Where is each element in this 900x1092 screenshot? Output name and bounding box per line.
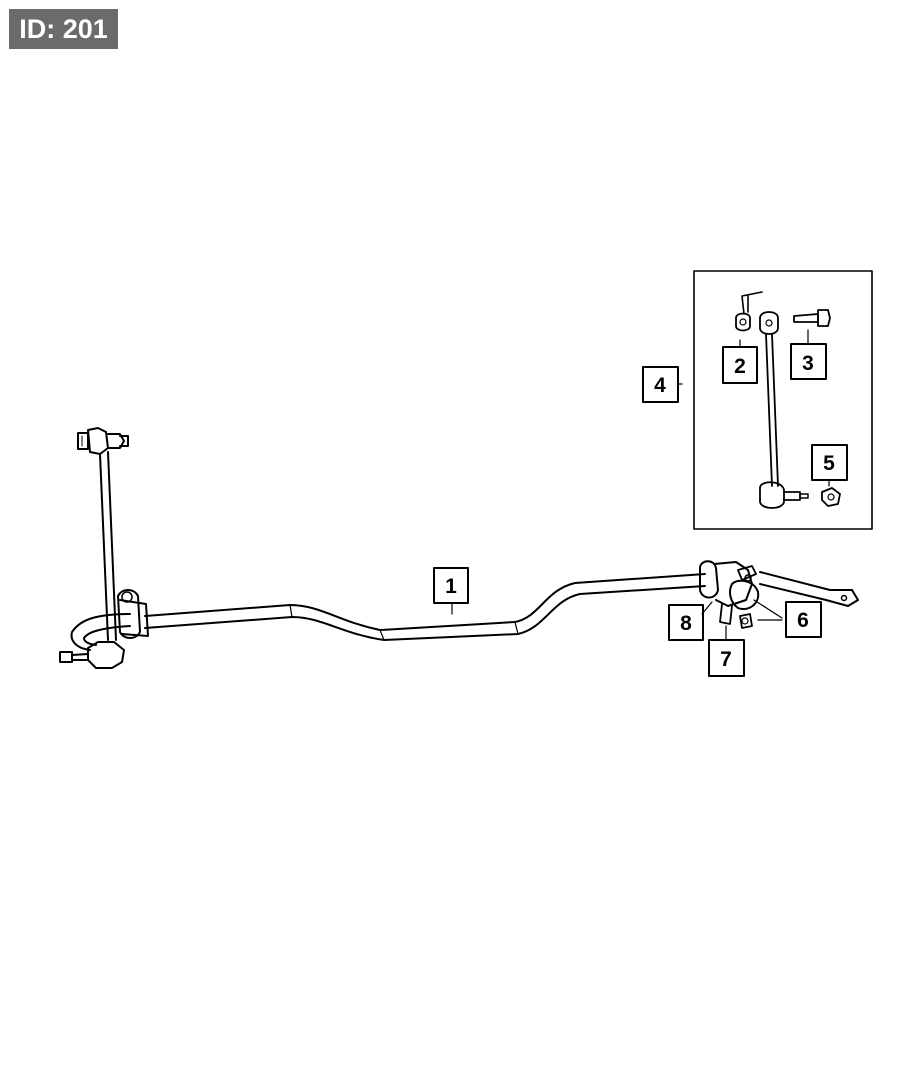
callout-6: 6 — [785, 601, 822, 638]
callout-1: 1 — [433, 567, 469, 604]
bolt-part — [793, 309, 831, 327]
nut-part — [821, 487, 841, 507]
svg-text:2: 2 — [734, 355, 746, 378]
svg-text:1: 1 — [445, 575, 457, 598]
callout-2: 2 — [722, 346, 758, 384]
inset-box-link-kit — [693, 270, 873, 530]
svg-text:3: 3 — [802, 352, 814, 375]
callout-8: 8 — [668, 604, 704, 641]
right-bushing-assembly — [699, 560, 760, 629]
callout-7: 7 — [708, 639, 745, 677]
id-badge: ID: 201 — [9, 9, 118, 49]
svg-text:8: 8 — [680, 612, 692, 635]
callout-4: 4 — [642, 366, 679, 403]
svg-text:5: 5 — [823, 452, 835, 475]
svg-text:6: 6 — [797, 609, 809, 632]
stabilizer-bar — [70, 571, 859, 651]
leader-lines — [451, 329, 830, 641]
bracket-nut-part — [735, 291, 763, 332]
left-end-link — [59, 427, 149, 669]
callout-3: 3 — [790, 343, 827, 380]
callout-5: 5 — [811, 444, 848, 481]
svg-text:7: 7 — [720, 648, 732, 671]
svg-text:4: 4 — [654, 374, 666, 397]
inset-sway-link — [759, 311, 809, 509]
